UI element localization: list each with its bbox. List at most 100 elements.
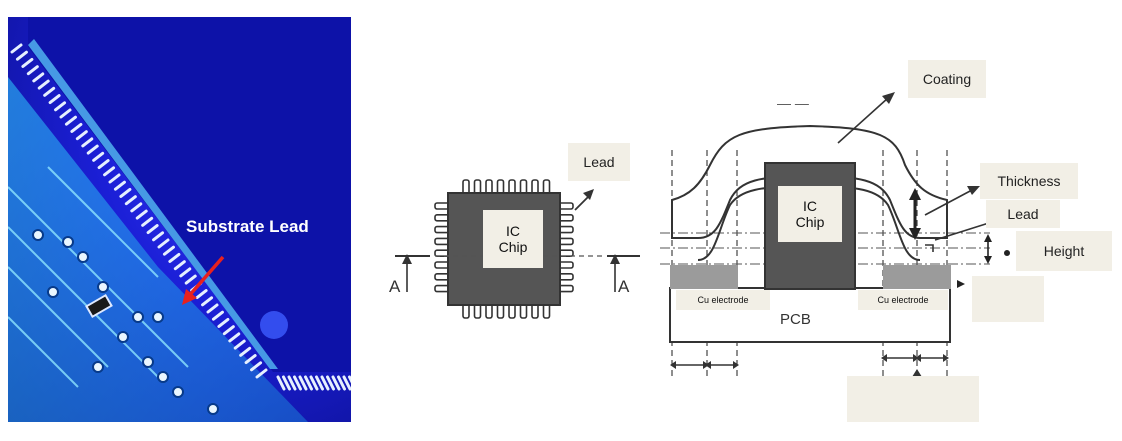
qfp-top-view bbox=[395, 179, 640, 319]
substrate-lead-pin bbox=[10, 43, 23, 54]
qfp-lead bbox=[434, 272, 450, 281]
cu-electrode-left: Cu electrode bbox=[676, 290, 770, 310]
substrate-lead-pin bbox=[217, 317, 230, 328]
substrate-lead-pin bbox=[244, 354, 257, 365]
blank-label-box-bottom bbox=[847, 376, 979, 422]
substrate-lead-pin bbox=[48, 94, 61, 105]
section-marker-a-left: A bbox=[389, 277, 401, 296]
qfp-lead bbox=[508, 303, 516, 319]
substrate-lead-pin bbox=[179, 267, 192, 278]
substrate-lead-pin bbox=[201, 296, 214, 307]
qfp-lead bbox=[434, 249, 450, 257]
qfp-lead bbox=[542, 303, 551, 319]
substrate-lead-pin bbox=[64, 115, 77, 126]
substrate-lead-pin bbox=[184, 274, 197, 285]
height-label: Height bbox=[1016, 231, 1112, 271]
qfp-chip-label: IC Chip bbox=[483, 210, 543, 268]
substrate-lead-pin bbox=[195, 289, 208, 300]
substrate-lead-label: Substrate Lead bbox=[186, 217, 309, 236]
substrate-lead-pin bbox=[233, 339, 246, 350]
pcb-label: PCB bbox=[780, 311, 811, 328]
qfp-lead bbox=[558, 272, 574, 281]
qfp-lead bbox=[434, 202, 450, 210]
qfp-lead bbox=[558, 249, 574, 257]
substrate-lead-pin bbox=[250, 361, 263, 372]
substrate-lead-pin bbox=[103, 166, 116, 177]
thickness-label: Thickness bbox=[980, 163, 1078, 199]
qfp-lead bbox=[519, 303, 528, 319]
qfp-lead bbox=[519, 179, 528, 195]
substrate-lead-pin bbox=[135, 209, 148, 220]
top-mark: — — bbox=[777, 95, 809, 111]
qfp-lead bbox=[434, 261, 450, 269]
substrate-lead-pin bbox=[206, 303, 219, 314]
red-arrow-line bbox=[186, 255, 225, 299]
substrate-lead-pin bbox=[59, 108, 72, 119]
qfp-lead bbox=[462, 303, 470, 319]
substrate-lead-pin bbox=[15, 50, 28, 61]
board-illustration bbox=[8, 17, 351, 422]
substrate-lead-pin bbox=[228, 332, 241, 343]
qfp-lead bbox=[558, 214, 574, 222]
substrate-lead-pin bbox=[304, 375, 313, 391]
substrate-lead-pin bbox=[348, 375, 351, 384]
qfp-lead bbox=[434, 284, 450, 293]
qfp-lead bbox=[434, 214, 450, 222]
qfp-lead bbox=[531, 303, 539, 319]
substrate-lead-pin bbox=[130, 202, 143, 213]
substrate-lead-pin bbox=[37, 79, 50, 90]
qfp-lead bbox=[473, 303, 482, 319]
qfp-lead bbox=[496, 303, 505, 319]
qfp-lead bbox=[558, 202, 574, 210]
substrate-lead-pin bbox=[222, 325, 235, 336]
substrate-lead-pin bbox=[113, 180, 126, 191]
qfp-lead bbox=[542, 179, 551, 195]
package-diagram: A A PCB — — IC Chip Lead Coating Thickne… bbox=[380, 0, 1122, 436]
substrate-lead-pin bbox=[211, 310, 224, 321]
coating-label: Coating bbox=[908, 60, 986, 98]
substrate-lead-pin bbox=[26, 65, 39, 76]
substrate-lead-pin bbox=[92, 151, 105, 162]
substrate-lead-pin bbox=[326, 375, 335, 391]
substrate-lead-pin bbox=[70, 122, 83, 133]
qfp-lead bbox=[558, 284, 574, 293]
qfp-lead bbox=[558, 261, 574, 269]
substrate-lead-pin bbox=[276, 375, 286, 391]
diagram-drawing: A A PCB — — bbox=[389, 92, 1010, 380]
substrate-lead-pin bbox=[298, 375, 308, 391]
qfp-lead bbox=[434, 237, 450, 246]
qfp-lead bbox=[485, 179, 493, 195]
qfp-lead bbox=[558, 225, 574, 234]
substrate-lead-pin bbox=[54, 101, 67, 112]
qfp-lead bbox=[473, 179, 482, 195]
qfp-lead bbox=[485, 303, 493, 319]
substrate-lead-pin bbox=[255, 368, 268, 379]
substrate-lead-pin bbox=[293, 375, 302, 391]
substrate-lead-pin bbox=[342, 375, 351, 391]
substrate-lead-pin bbox=[282, 375, 291, 391]
substrate-lead-pin bbox=[81, 137, 94, 148]
substrate-lead-pin bbox=[141, 216, 154, 227]
substrate-lead-pin bbox=[331, 375, 341, 391]
substrate-lead-pin bbox=[108, 173, 121, 184]
substrate-lead-pin bbox=[97, 159, 110, 170]
red-arrowhead bbox=[182, 289, 197, 305]
qfp-lead bbox=[531, 179, 539, 195]
coating-outline bbox=[671, 124, 948, 239]
substrate-lead-pin bbox=[75, 130, 88, 141]
substrate-lead-pin bbox=[337, 375, 346, 391]
qfp-lead bbox=[434, 225, 450, 234]
substrate-lead-pin bbox=[162, 245, 175, 256]
substrate-lead-pin bbox=[168, 252, 181, 263]
substrate-lead-pin bbox=[119, 187, 132, 198]
substrate-photo: Substrate Lead bbox=[8, 17, 351, 422]
blank-label-box-right bbox=[972, 276, 1044, 322]
substrate-lead-pin bbox=[315, 375, 324, 391]
substrate-lead-pin bbox=[239, 346, 252, 357]
substrate-lead-pin bbox=[146, 224, 159, 235]
qfp-lead bbox=[496, 179, 505, 195]
substrate-lead-pin bbox=[287, 375, 297, 391]
substrate-lead-pin bbox=[309, 375, 319, 391]
substrate-lead-pin bbox=[157, 238, 170, 249]
substrate-lead-pin bbox=[152, 231, 165, 242]
